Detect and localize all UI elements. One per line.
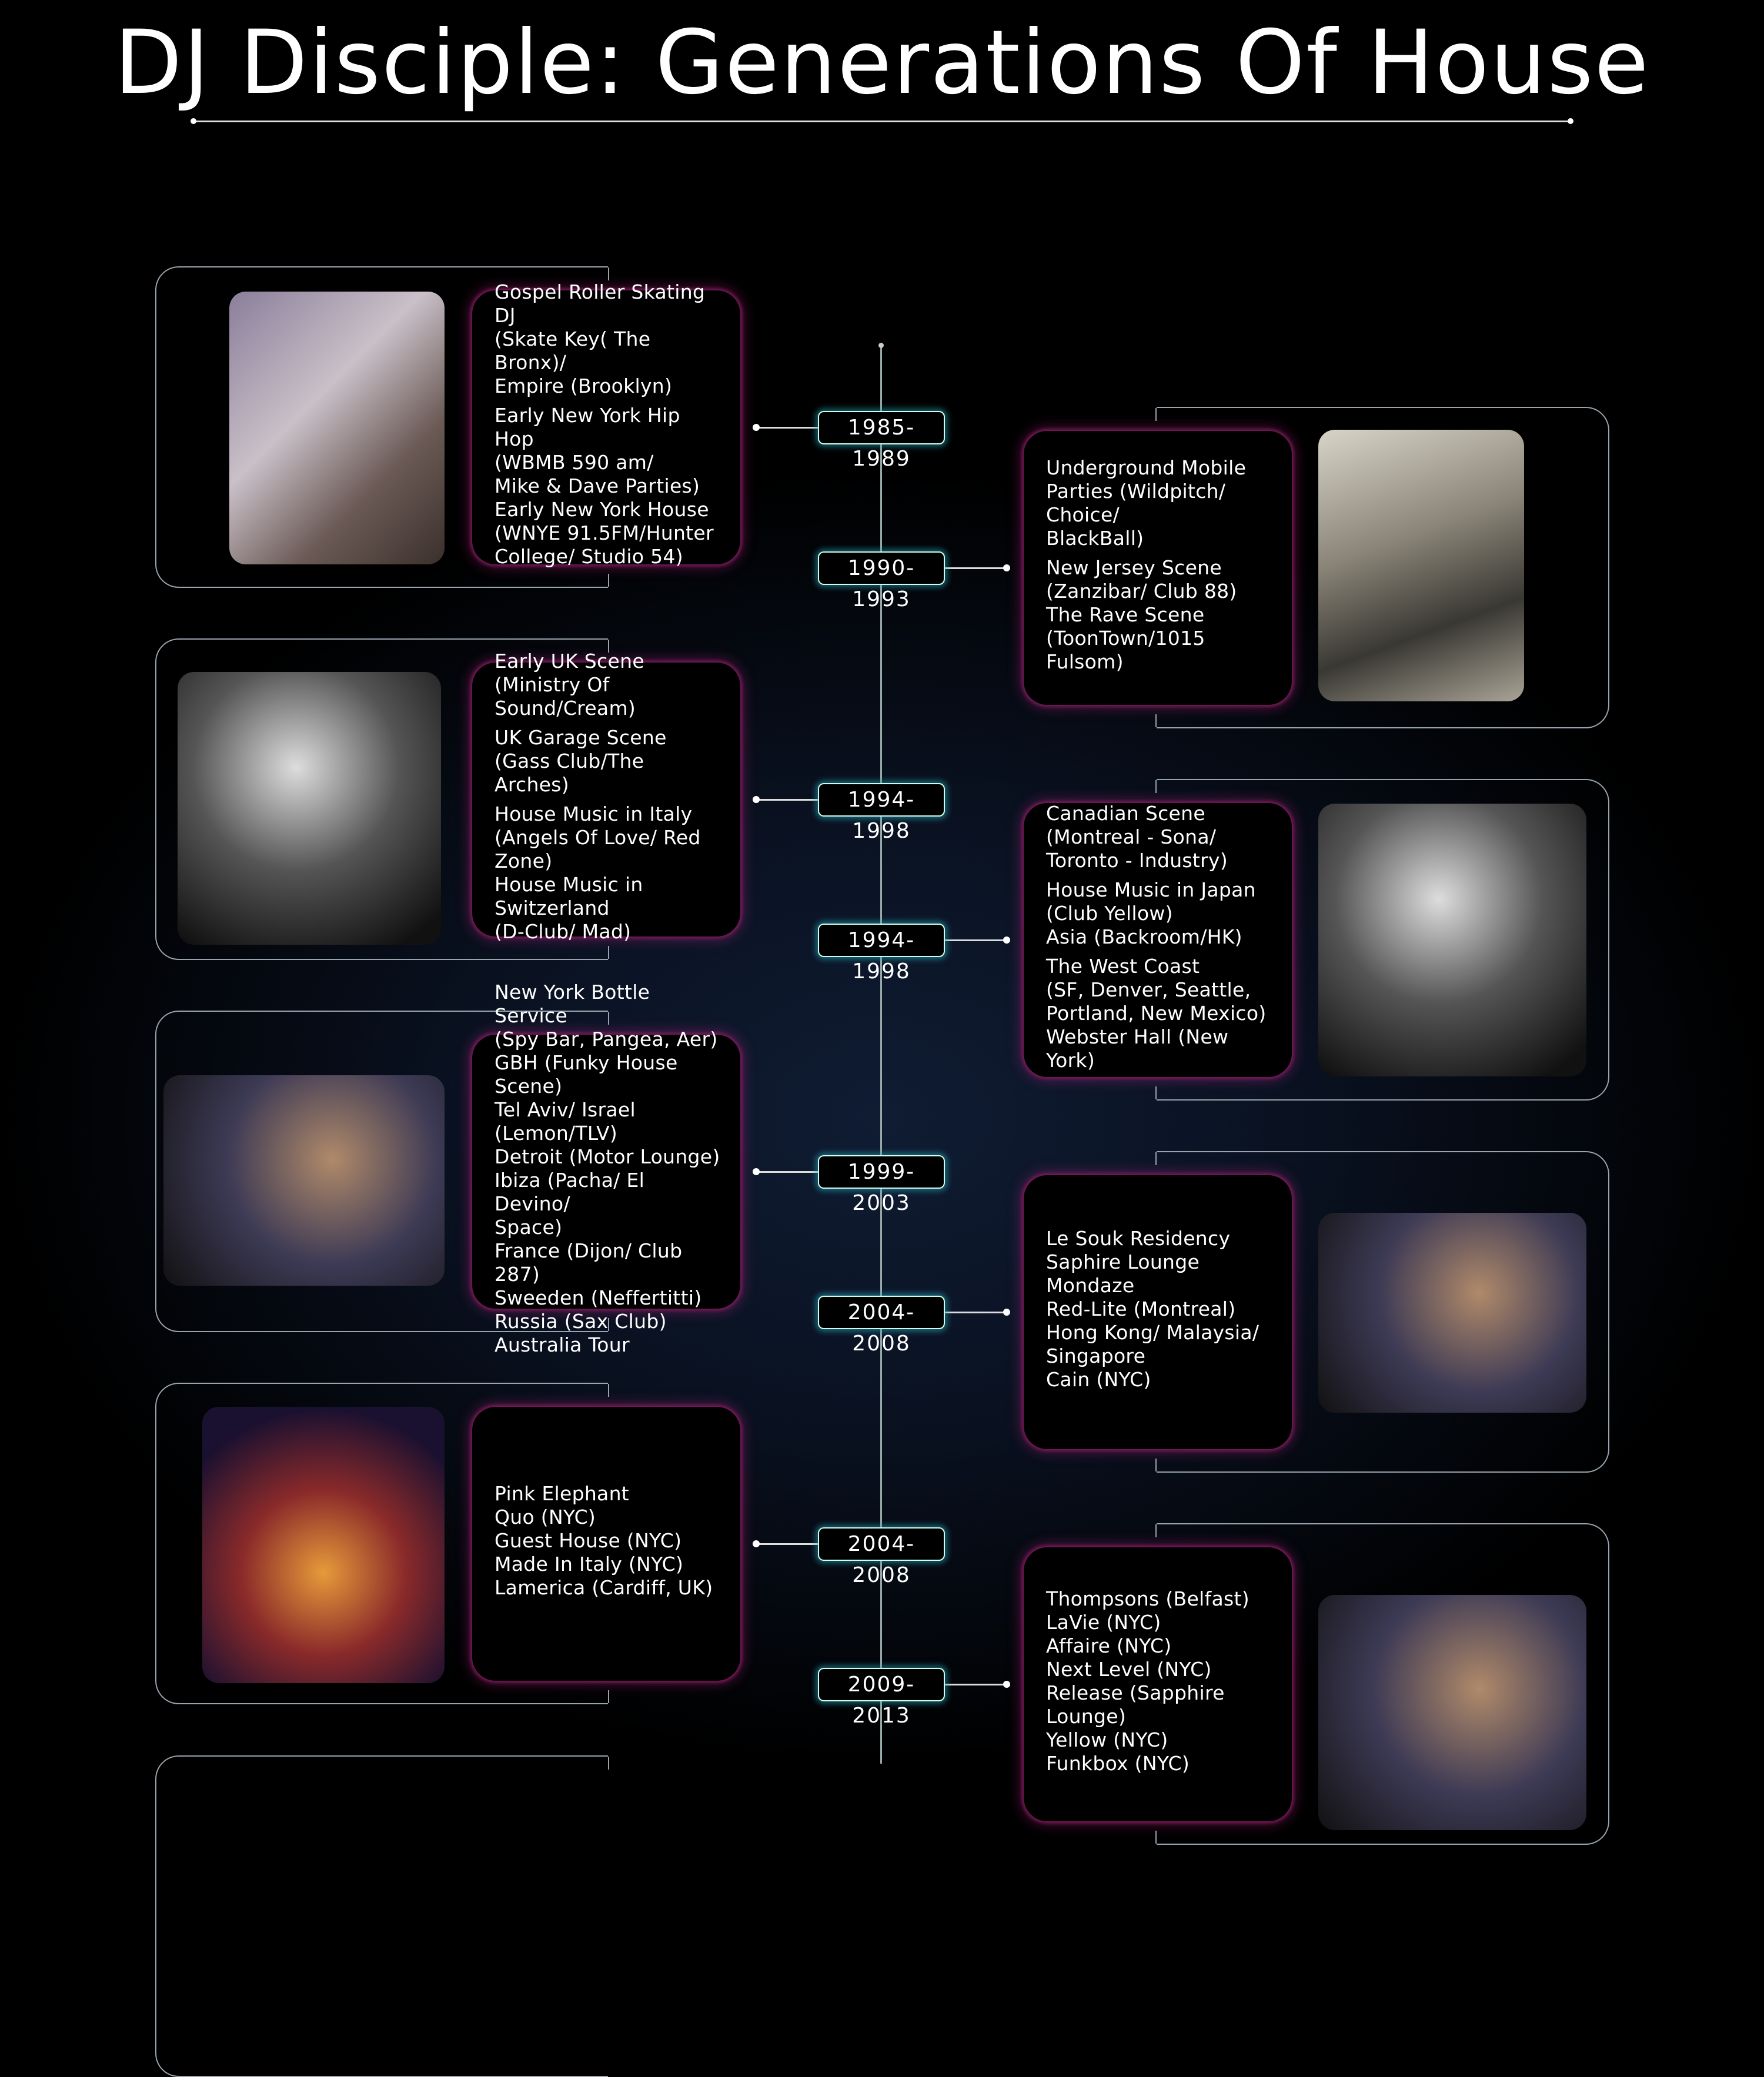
frame-tick [608,1690,609,1703]
timeline-spine [878,343,884,1764]
entry-textbox: Thompsons (Belfast) LaVie (NYC) Affaire … [1024,1547,1292,1821]
page-title: DJ Disciple: Generations Of House [114,12,1650,114]
entry-textbox: Pink Elephant Quo (NYC) Guest House (NYC… [472,1407,740,1681]
timeline-frame [155,1383,609,1704]
connector-dot-icon [1003,1309,1010,1316]
frame-tick [608,946,609,959]
frame-tick [608,267,609,280]
timeline-frame [1155,1151,1609,1473]
entry-photo [178,672,441,945]
entry-paragraph: Canadian Scene (Montreal - Sona/ Toronto… [1046,802,1228,872]
entry-text: Thompsons (Belfast) LaVie (NYC) Affaire … [1046,1587,1275,1781]
entry-textbox: Gospel Roller Skating DJ (Skate Key( The… [472,280,740,568]
entry-photo [1318,804,1586,1076]
period-badge: 1994-1998 [818,783,945,843]
entry-text: Le Souk Residency Saphire Lounge Mondaze… [1046,1227,1275,1397]
entry-text: Pink Elephant Quo (NYC) Guest House (NYC… [495,1482,713,1606]
entry-textbox: Le Souk Residency Saphire Lounge Mondaze… [1024,1175,1292,1449]
connector-dot-icon [753,1168,760,1175]
connector-dot-icon [1003,1681,1010,1688]
entry-text: New York Bottle Service (Spy Bar, Pangea… [495,981,724,1363]
entry-text: Early UK Scene (Ministry Of Sound/Cream)… [495,650,724,949]
entry-paragraph: Gospel Roller Skating DJ (Skate Key( The… [495,280,706,397]
entry-paragraph: House Music in Japan (Club Yellow) Asia … [1046,878,1256,948]
timeline-frame [1155,779,1609,1101]
entry-photo [202,1407,445,1683]
period-badge: 2009-2013 [818,1668,945,1728]
period-badge: 1994-1998 [818,924,945,984]
timeline-connector [753,796,818,803]
entry-photo [229,292,445,564]
entry-text: Underground Mobile Parties (Wildpitch/ C… [1046,456,1275,680]
timeline-connector [753,424,818,431]
timeline-connector [753,1540,818,1547]
entry-photo [1318,430,1524,701]
entry-photo [163,1075,445,1286]
period-badge: 1999-2003 [818,1155,945,1215]
frame-tick [608,1384,609,1397]
timeline-frame [155,1011,609,1332]
entry-textbox: Canadian Scene (Montreal - Sona/ Toronto… [1024,802,1292,1078]
title-underline [191,118,1573,124]
timeline-connector [945,937,1010,944]
timeline-connector [945,1309,1010,1316]
entry-paragraph: Early New York Hip Hop (WBMB 590 am/ Mik… [495,404,714,568]
entry-paragraph: Pink Elephant Quo (NYC) Guest House (NYC… [495,1482,713,1599]
timeline-connector [945,564,1010,571]
entry-paragraph: Underground Mobile Parties (Wildpitch/ C… [1046,456,1247,550]
entry-paragraph: The West Coast (SF, Denver, Seattle, Por… [1046,955,1267,1072]
entry-paragraph: Early UK Scene (Ministry Of Sound/Cream) [495,650,644,720]
connector-dot-icon [1003,937,1010,944]
frame-tick [1155,1459,1157,1471]
frame-tick [608,1012,609,1025]
connector-dot-icon [753,424,760,431]
period-badge: 1990-1993 [818,551,945,611]
frame-tick [1155,1831,1157,1844]
frame-tick [608,1318,609,1331]
frame-tick [1155,1524,1157,1537]
connector-dot-icon [753,1540,760,1547]
timeline-connector [945,1681,1010,1688]
frame-tick [608,640,609,653]
entry-textbox: New York Bottle Service (Spy Bar, Pangea… [472,981,740,1356]
timeline-connector [753,1168,818,1175]
period-badge: 1985-1989 [818,411,945,471]
connector-dot-icon [1003,564,1010,571]
period-badge: 2004-2008 [818,1527,945,1587]
frame-tick [1155,1152,1157,1165]
entry-text: Gospel Roller Skating DJ (Skate Key( The… [495,280,724,574]
entry-paragraph: New Jersey Scene (Zanzibar/ Club 88) The… [1046,556,1237,673]
entry-paragraph: House Music in Italy (Angels Of Love/ Re… [495,802,701,943]
entry-text: Canadian Scene (Montreal - Sona/ Toronto… [1046,802,1275,1078]
entry-photo [1318,1213,1586,1413]
timeline-frame [1155,407,1609,728]
frame-tick [1155,714,1157,727]
entry-photo [1318,1595,1586,1830]
frame-tick [1155,1086,1157,1099]
entry-textbox: Early UK Scene (Ministry Of Sound/Cream)… [472,650,740,943]
entry-paragraph: Le Souk Residency Saphire Lounge Mondaze… [1046,1227,1259,1391]
frame-tick [1155,408,1157,421]
entry-paragraph: UK Garage Scene (Gass Club/The Arches) [495,726,667,796]
entry-paragraph: New York Bottle Service (Spy Bar, Pangea… [495,981,720,1356]
connector-dot-icon [753,796,760,803]
timeline-frame [155,266,609,588]
entry-textbox: Underground Mobile Parties (Wildpitch/ C… [1024,431,1292,705]
frame-tick [608,574,609,587]
period-badge: 2004-2008 [818,1296,945,1356]
frame-tick [1155,780,1157,793]
timeline-frame-partial [155,1755,609,2077]
timeline-frame [155,638,609,960]
entry-paragraph: Thompsons (Belfast) LaVie (NYC) Affaire … [1046,1587,1250,1775]
